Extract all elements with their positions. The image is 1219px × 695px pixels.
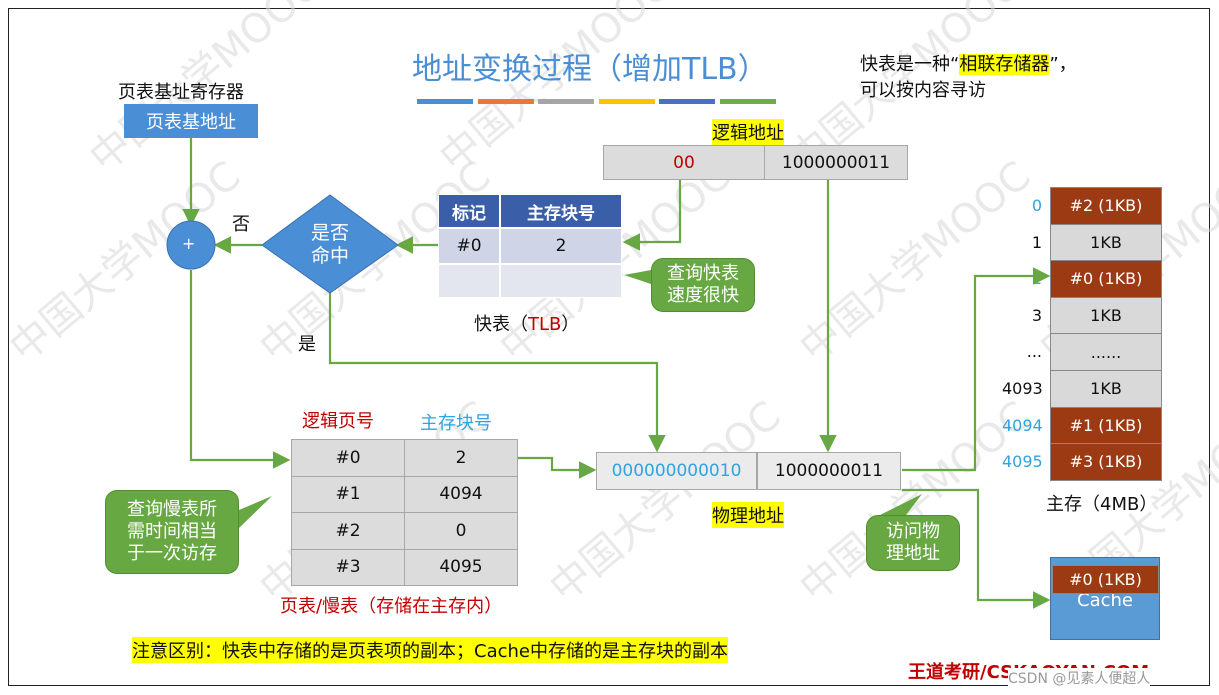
memory-block: #0 (1KB) [1050, 260, 1162, 298]
logical-page-number: 00 [603, 145, 765, 180]
title-stripe [538, 99, 594, 104]
tlb-note-suffix: ”， [1049, 54, 1077, 75]
no-label: 否 [232, 214, 250, 235]
physical-block-number: 000000000010 [596, 452, 757, 490]
adder-symbol: + [182, 234, 196, 253]
tlb-note-line2: 可以按内容寻访 [860, 80, 986, 101]
tlb-empty-cell [438, 264, 500, 298]
callout-slow-line1: 查询慢表所 [127, 499, 217, 520]
tlb-caption: 快表（TLB） [474, 310, 579, 336]
page-table-block-cell: 4094 [404, 475, 518, 513]
tlb-note-highlight: 相联存储器 [959, 54, 1050, 75]
memory-index: 2 [1031, 269, 1042, 289]
memory-index: 4093 [1002, 379, 1043, 398]
logical-address-label: 逻辑地址 [712, 119, 784, 145]
callout-tlb-fast: 查询快表速度很快 [651, 258, 755, 312]
page-table-header-logical: 逻辑页号 [302, 411, 374, 432]
bottom-note: 注意区别：快表中存储的是页表项的副本；Cache中存储的是主存块的副本 [132, 637, 728, 663]
title-stripe [417, 99, 473, 104]
memory-block: 1KB [1050, 296, 1162, 335]
title-stripe [719, 99, 776, 104]
callout-tlb-line1: 查询快表 [667, 263, 739, 284]
tlb-header-tag: 标记 [438, 194, 500, 228]
physical-address-label: 物理地址 [712, 502, 784, 528]
diamond-label: 是否命中 [304, 222, 356, 268]
tlb-note: 快表是一种“相联存储器”， [860, 50, 1077, 76]
tlb-note-prefix: 快表是一种“ [860, 54, 960, 75]
logical-offset: 1000000011 [764, 145, 908, 180]
memory-index: 1 [1031, 232, 1042, 252]
tlb-header-block: 主存块号 [500, 194, 622, 228]
tlb-empty-cell [500, 264, 622, 298]
diamond-line1: 是否 [310, 222, 349, 244]
physical-offset: 1000000011 [757, 452, 901, 490]
ptbr-label: 页表基址寄存器 [118, 82, 244, 103]
tlb-row-tag: #0 [438, 228, 500, 264]
page-table-caption: 页表/慢表（存储在主存内） [280, 596, 503, 617]
callout-access-line2: 理地址 [886, 543, 940, 564]
callout-slow-line2: 需时间相当 [127, 521, 217, 542]
memory-block: 1KB [1050, 223, 1162, 262]
page-table-block-cell: 2 [404, 439, 518, 477]
page-title: 地址变换过程（增加TLB） [412, 52, 768, 87]
title-stripe [598, 99, 655, 104]
title-stripe [659, 99, 715, 104]
page-table-logical-cell: #0 [291, 439, 405, 477]
memory-block: 1KB [1050, 370, 1162, 408]
memory-index: 0 [1031, 196, 1042, 215]
memory-index: 3 [1031, 305, 1042, 325]
memory-block: #2 (1KB) [1050, 187, 1162, 225]
callout-slow-line3: 于一次访存 [127, 543, 217, 564]
tlb-caption-suffix: ） [561, 314, 580, 335]
memory-index: 4095 [1002, 452, 1043, 472]
callout-slow-table: 查询慢表所需时间相当于一次访存 [105, 490, 239, 574]
cache-block: #0 (1KB) [1052, 565, 1159, 594]
csdn-watermark: CSDN @见素人便超人 [1008, 668, 1151, 688]
page-table-block-cell: 4095 [404, 548, 518, 586]
callout-access: 访问物理地址 [866, 515, 960, 571]
memory-index: 4094 [1002, 415, 1043, 435]
tlb-caption-prefix: 快表（ [474, 314, 528, 335]
page-table-logical-cell: #2 [291, 512, 405, 550]
page-table-block-cell: 0 [404, 512, 518, 550]
page-table-logical-cell: #3 [291, 548, 405, 586]
page-table-logical-cell: #1 [291, 475, 405, 513]
tlb-row-block: 2 [500, 228, 622, 264]
yes-label: 是 [298, 334, 316, 355]
callout-tlb-line2: 速度很快 [667, 285, 739, 306]
page-table-header-block: 主存块号 [420, 413, 492, 434]
memory-block: #3 (1KB) [1050, 443, 1162, 481]
cache-label: Cache [1077, 590, 1133, 611]
memory-block: #1 (1KB) [1050, 406, 1162, 445]
memory-index: ... [1026, 342, 1042, 362]
memory-caption: 主存（4MB） [1046, 494, 1158, 515]
tlb-caption-red: TLB [528, 314, 562, 335]
title-stripe [477, 99, 534, 104]
diamond-line2: 命中 [310, 245, 349, 267]
callout-access-line1: 访问物 [886, 521, 940, 542]
ptbr-box: 页表基地址 [124, 104, 258, 138]
slide-frame [8, 8, 1210, 686]
memory-block: ...... [1050, 333, 1162, 371]
